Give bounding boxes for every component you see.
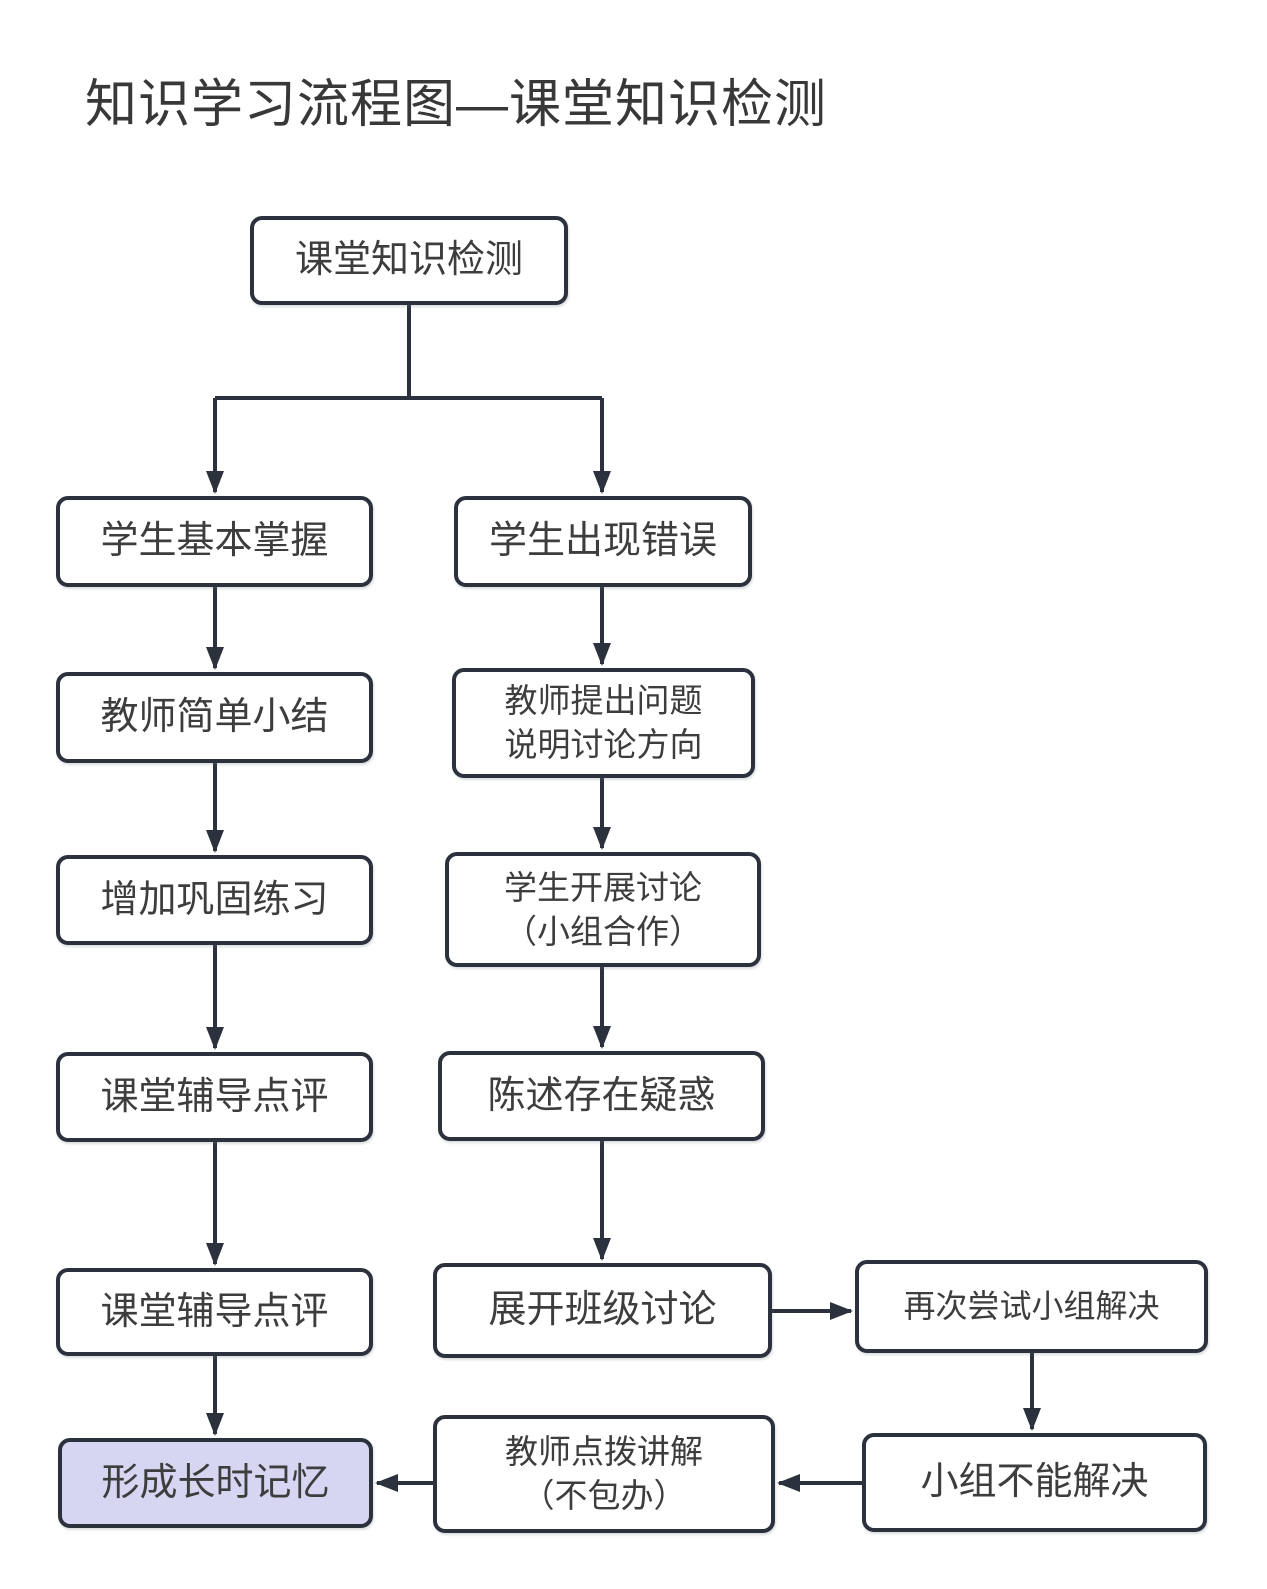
node-student-errors[interactable]: 学生出现错误 [454, 496, 752, 587]
node-teacher-summary[interactable]: 教师简单小结 [56, 672, 373, 763]
node-teacher-questions[interactable]: 教师提出问题 说明讨论方向 [452, 668, 755, 778]
node-group-discussion[interactable]: 学生开展讨论 （小组合作） [445, 852, 761, 967]
page-title: 知识学习流程图—课堂知识检测 [85, 76, 828, 134]
node-state-doubts[interactable]: 陈述存在疑惑 [438, 1051, 765, 1141]
node-tutoring-review-2[interactable]: 课堂辅导点评 [56, 1268, 373, 1356]
node-class-discussion[interactable]: 展开班级讨论 [433, 1263, 772, 1358]
node-start[interactable]: 课堂知识检测 [250, 216, 568, 305]
node-student-mastered[interactable]: 学生基本掌握 [56, 496, 373, 587]
node-tutoring-review-1[interactable]: 课堂辅导点评 [56, 1052, 373, 1142]
node-consolidation-practice[interactable]: 增加巩固练习 [56, 855, 373, 945]
node-group-cannot-solve[interactable]: 小组不能解决 [862, 1433, 1207, 1532]
node-retry-group-solve[interactable]: 再次尝试小组解决 [855, 1260, 1208, 1353]
node-long-term-memory[interactable]: 形成长时记忆 [58, 1438, 373, 1528]
node-teacher-guidance[interactable]: 教师点拨讲解 （不包办） [433, 1415, 775, 1533]
